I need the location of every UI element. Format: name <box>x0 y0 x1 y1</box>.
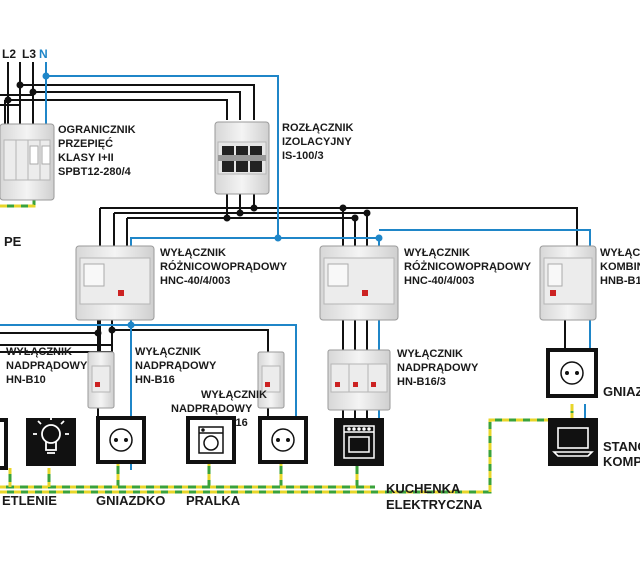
neutral-n-label: N <box>39 47 48 61</box>
socket-2-load-box <box>258 416 308 464</box>
isolator-switch-device <box>214 121 270 195</box>
surge-protector-device <box>0 123 55 201</box>
socket-right-load-box <box>546 348 598 398</box>
socket-icon <box>271 428 295 452</box>
mcb-4-device <box>327 349 391 411</box>
computer-label: STANO KOMPU <box>603 439 640 469</box>
mcb-1-device <box>87 351 115 409</box>
isolator-label: ROZŁĄCZNIK IZOLACYJNY IS-100/3 <box>282 122 357 162</box>
rcd-2-label: WYŁĄCZNIK RÓŻNICOWOPRĄDOWY HNC-40/4/003 <box>404 247 534 287</box>
pe-label: PE <box>4 234 22 249</box>
phase-l3-label: L3 <box>22 47 36 61</box>
washer-load-box <box>186 416 236 464</box>
socket-icon <box>109 428 133 452</box>
cropped-load-box <box>0 418 8 470</box>
light-load-label: ETLENIE <box>2 493 57 508</box>
socket-load-box <box>96 416 146 464</box>
socket-right-label: GNIAZ <box>603 384 640 399</box>
combo-breaker-device <box>539 245 597 321</box>
mcb-1-label: WYŁĄCZNIK NADPRĄDOWY HN-B10 <box>6 346 90 386</box>
computer-load-box <box>548 418 598 466</box>
phase-l2-label: L2 <box>2 47 16 61</box>
socket-icon <box>560 361 584 385</box>
surge-protector-label: OGRANICZNIK PRZEPIĘĆ KLASY I+II SPBT12-2… <box>58 124 139 178</box>
socket-load-label: GNIAZDKO <box>96 493 165 508</box>
lightbulb-load-box <box>26 417 76 466</box>
cooker-load-label: KUCHENKA ELEKTRYCZNA <box>386 481 483 512</box>
lightbulb-icon <box>33 417 69 454</box>
rcd-2-device <box>319 245 399 321</box>
cooker-icon <box>343 425 375 459</box>
rcd-1-label: WYŁĄCZNIK RÓŻNICOWOPRĄDOWY HNC-40/4/003 <box>160 247 290 287</box>
laptop-icon <box>552 427 594 457</box>
mcb-4-label: WYŁĄCZNIK NADPRĄDOWY HN-B16/3 <box>397 348 481 388</box>
junction-dots <box>4 72 383 337</box>
combo-breaker-label: WYŁĄCZ KOMBIN HNB-B1 <box>600 247 640 287</box>
washing-machine-icon <box>198 426 224 454</box>
mcb-3-device <box>257 351 285 409</box>
cooker-load-box <box>334 418 384 466</box>
washer-load-label: PRALKA <box>186 493 241 508</box>
mcb-2-label: WYŁĄCZNIK NADPRĄDOWY HN-B16 <box>135 346 219 386</box>
rcd-1-device <box>75 245 155 321</box>
